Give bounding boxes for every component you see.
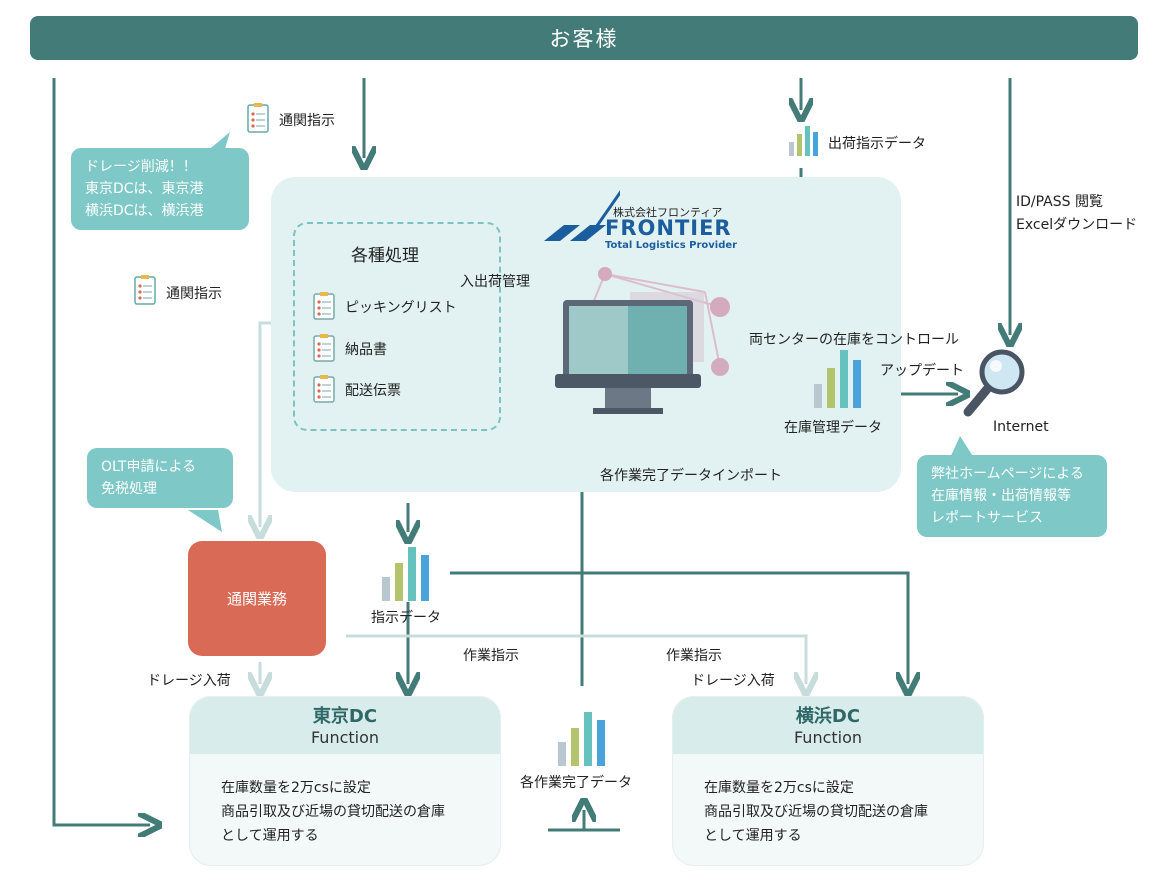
report-bubble: 弊社ホームページによる 在庫情報・出荷情報等 レポートサービス [917, 455, 1107, 537]
doc-delivery-note: 納品書 [345, 342, 387, 358]
bubble-tail [950, 436, 974, 458]
customs-doc-icon [247, 103, 269, 133]
shipping-instruction-label: 出荷指示データ [828, 136, 926, 152]
customs-operations-box: 通関業務 [188, 541, 326, 656]
tokyo-dc-name: 東京DC [312, 706, 378, 727]
magnifier-icon [963, 349, 1025, 417]
yokohama-dc-desc-line: として運用する [704, 828, 802, 844]
doc-item-picking [312, 291, 336, 325]
yokohama-dc-function: Function [793, 728, 863, 747]
olt-bubble-line: 免税処理 [101, 481, 157, 497]
drayage-bubble-line: 東京DCは、東京港 [85, 181, 204, 197]
completion-chart-icon [558, 712, 605, 766]
document-icon [313, 375, 335, 403]
bubble-tail [188, 510, 222, 532]
document-icon [313, 334, 335, 362]
drayage-right-label: ドレージ入荷 [691, 673, 775, 689]
doc-item-shipping [312, 374, 336, 408]
yokohama-dc-desc: 在庫数量を2万csに設定 商品引取及び近場の貸切配送の倉庫 として運用する [704, 776, 928, 848]
processing-title: 各種処理 [351, 246, 419, 266]
logo-tagline: Total Logistics Provider [605, 240, 738, 251]
internet-label: Internet [993, 419, 1049, 435]
doc-shipping-slip: 配送伝票 [345, 383, 401, 399]
instruction-data-label: 指示データ [371, 610, 441, 626]
tokyo-dc-function: Function [310, 728, 380, 747]
yokohama-dc-box: 横浜DC Function 在庫数量を2万csに設定 商品引取及び近場の貸切配送… [672, 696, 984, 866]
drayage-bubble-line: ドレージ削減！！ [85, 159, 197, 175]
olt-bubble: OLT申請による 免税処理 [87, 448, 233, 508]
tokyo-dc-desc-line: として運用する [221, 828, 319, 844]
arrow-customs-to-yokohama [346, 634, 806, 684]
inventory-data-label: 在庫管理データ [784, 420, 882, 436]
tokyo-dc-desc-line: 在庫数量を2万csに設定 [221, 780, 371, 796]
arrow-completion-up [548, 810, 620, 832]
work-instruction-right: 作業指示 [666, 648, 722, 664]
completion-data-label: 各作業完了データ [520, 775, 632, 791]
import-label: 各作業完了データインポート [600, 468, 782, 484]
logo-mark-icon [544, 186, 626, 241]
tokyo-dc-desc: 在庫数量を2万csに設定 商品引取及び近場の貸切配送の倉庫 として運用する [221, 776, 445, 848]
drayage-left-label: ドレージ入荷 [147, 673, 231, 689]
tokyo-dc-box: 東京DC Function 在庫数量を2万csに設定 商品引取及び近場の貸切配送… [189, 696, 501, 866]
logo-company-name: 株式会社フロンティア [613, 206, 723, 219]
doc-picking-list: ピッキングリスト [345, 300, 457, 316]
inout-management-label: 入出荷管理 [460, 274, 530, 290]
report-bubble-line: レポートサービス [931, 510, 1043, 526]
bubble-tail [206, 132, 230, 152]
doc-item-delivery [312, 333, 336, 367]
customer-banner: お客様 [30, 16, 1138, 60]
id-pass-label: ID/PASS 閲覧 [1016, 194, 1103, 210]
report-bubble-line: 在庫情報・出荷情報等 [931, 488, 1071, 504]
customs-instruction-left: 通関指示 [166, 286, 222, 302]
control-label: 両センターの在庫をコントロール [749, 332, 959, 348]
olt-bubble-line: OLT申請による [101, 459, 197, 475]
tokyo-dc-desc-line: 商品引取及び近場の貸切配送の倉庫 [221, 804, 445, 820]
arrow-customer-to-tokyo [52, 78, 150, 825]
update-label: アップデート [880, 363, 964, 379]
customs-instruction-top: 通関指示 [279, 113, 335, 129]
inventory-chart-icon [814, 350, 861, 408]
instruction-chart-icon [382, 547, 429, 601]
computer-system-icon [555, 267, 730, 414]
frontier-logo [540, 185, 626, 251]
excel-download-label: Excelダウンロード [1016, 217, 1138, 233]
arrow-instruction-to-yokohama [450, 571, 908, 684]
yokohama-dc-name: 横浜DC [795, 706, 861, 727]
customs-doc-icon [134, 275, 156, 305]
yokohama-dc-desc-line: 商品引取及び近場の貸切配送の倉庫 [704, 804, 928, 820]
yokohama-dc-desc-line: 在庫数量を2万csに設定 [704, 780, 854, 796]
logo-brand: FRONTIER [605, 216, 732, 240]
drayage-bubble-line: 横浜DCは、横浜港 [85, 203, 204, 219]
report-bubble-line: 弊社ホームページによる [931, 466, 1084, 482]
work-instruction-left: 作業指示 [463, 648, 519, 664]
shipping-chart-icon [789, 126, 818, 156]
drayage-bubble: ドレージ削減！！ 東京DCは、東京港 横浜DCは、横浜港 [71, 148, 249, 230]
document-icon [313, 292, 335, 320]
processing-box [293, 222, 501, 431]
